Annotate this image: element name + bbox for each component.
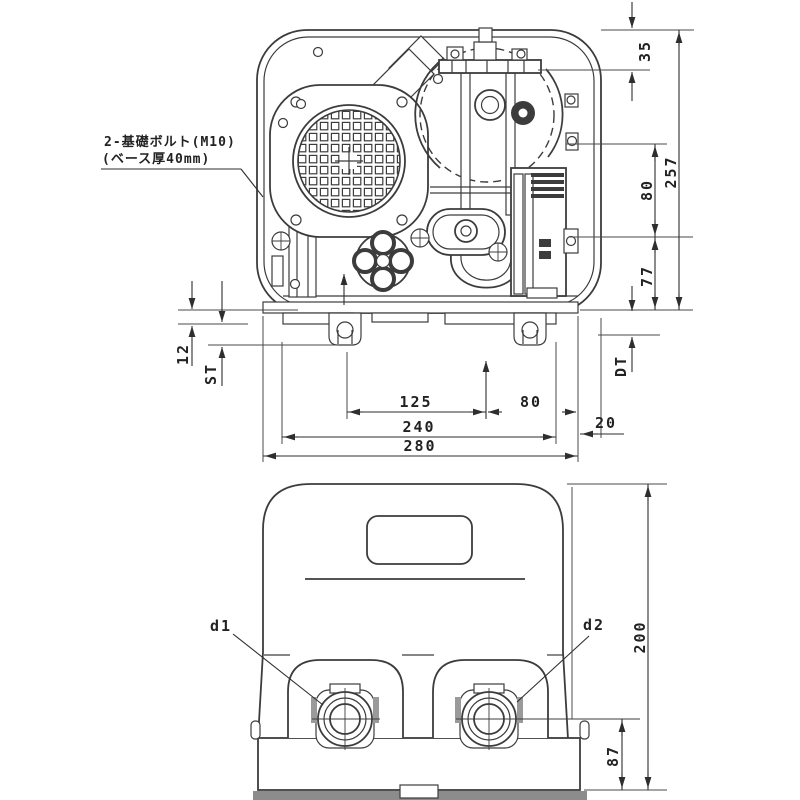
dim-ST: ST: [202, 363, 220, 385]
dim-240: 240: [402, 418, 435, 436]
bolt-icon: [312, 46, 324, 58]
base-plate: [262, 301, 579, 314]
nameplate: [366, 515, 473, 565]
bolt-icon: [295, 98, 307, 110]
dim-257: 257: [662, 155, 680, 188]
center-pad: [371, 312, 429, 323]
clamp-tick: [517, 697, 523, 723]
d2-leader: [516, 635, 590, 703]
plan-dimensions: 35 80 77 257 DT 12 ST: [174, 2, 694, 462]
callout-line1: 2-基礎ボルト(M10): [104, 134, 236, 150]
dim-12: 12: [174, 343, 192, 365]
side-connector: [563, 228, 579, 254]
callout-leader: [240, 168, 264, 198]
cover-bolt-icon: [290, 214, 302, 226]
right-foot-pad: [444, 312, 557, 325]
dim-200: 200: [631, 620, 649, 653]
label-d2: d2: [583, 616, 605, 634]
base-notch: [399, 784, 439, 799]
callout-line2: (ベース厚40mm): [102, 151, 210, 167]
dim-35: 35: [636, 40, 654, 62]
front-base: [257, 737, 581, 791]
discharge-port: [455, 683, 640, 750]
bolt-icon: [277, 117, 289, 129]
dim-20: 20: [595, 414, 617, 432]
dim-280: 280: [403, 437, 436, 455]
tank-port: [474, 89, 506, 121]
dim-DT: DT: [612, 355, 630, 377]
mounting-base: [262, 274, 579, 346]
right-bolt-boss: [513, 312, 547, 346]
cover-bolt-icon: [396, 214, 408, 226]
pump-casing: [352, 208, 522, 292]
suction-port: [311, 683, 380, 750]
housing-bolts: [277, 46, 444, 290]
dim-125: 125: [399, 393, 432, 411]
d1-leader: [232, 633, 324, 706]
bolt-icon: [432, 73, 444, 85]
side-lug: [250, 720, 261, 740]
tank-clamp-bar: [438, 59, 542, 74]
left-bolt-boss: [328, 312, 362, 346]
clamp-tick: [373, 697, 379, 723]
left-bolt-slot: [336, 321, 354, 339]
tank-strut: [460, 72, 471, 216]
side-lug: [579, 720, 590, 740]
right-bolt-slot: [521, 321, 539, 339]
bolt-icon: [289, 278, 301, 290]
label-d1: d1: [210, 617, 232, 635]
pressure-tank: [414, 27, 564, 216]
clamp-tick: [455, 697, 461, 723]
dim-80-bottom: 80: [520, 393, 542, 411]
foundation-bolt-callout: 2-基礎ボルト(M10) (ベース厚40mm): [101, 134, 264, 198]
dim-80-right: 80: [638, 179, 656, 201]
plan-view: [256, 27, 602, 346]
dim-77: 77: [638, 265, 656, 287]
dim-87: 87: [604, 745, 622, 767]
motor-fan-cover: [269, 84, 429, 238]
air-valve: [478, 27, 493, 43]
front-dimensions: d1 d2 200 87: [210, 483, 667, 791]
cover-bolt-icon: [396, 96, 408, 108]
clamp-tick: [311, 697, 317, 723]
front-view: [250, 483, 640, 800]
